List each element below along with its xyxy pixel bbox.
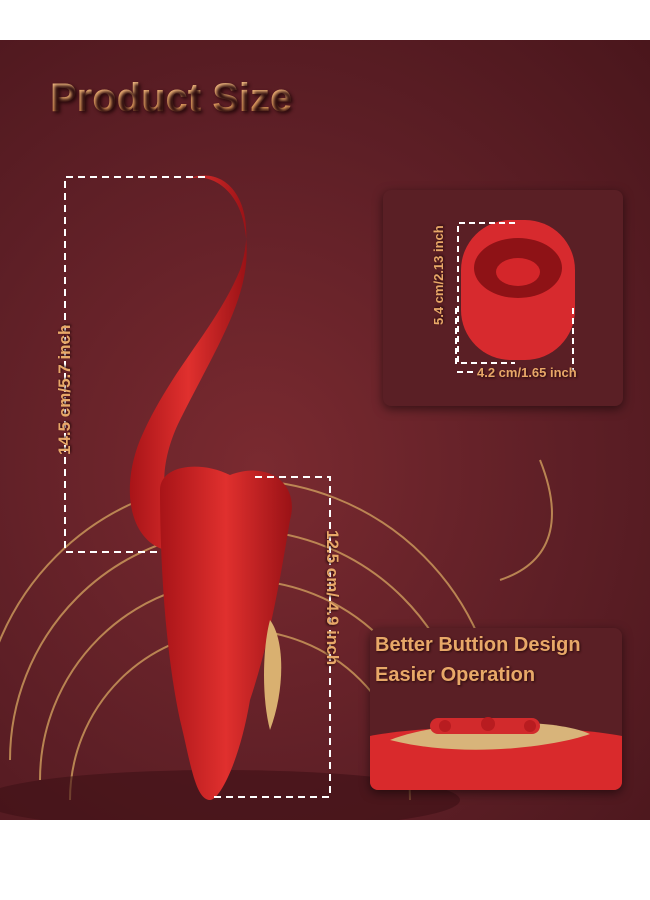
feature-line-1: Better Buttion Design bbox=[375, 634, 581, 656]
product-size-infographic: Product Size 14.5 cm/5.7 inch 12.5 cm/ 4… bbox=[0, 40, 650, 820]
decorative-arcs bbox=[0, 459, 553, 820]
product-body bbox=[160, 466, 292, 800]
tip-height-label: 5.4 cm/2.13 inch bbox=[431, 225, 446, 325]
head-height-dimension-label: 12.5 cm/ 4.9 inch bbox=[323, 530, 342, 666]
tip-illustration bbox=[455, 220, 575, 373]
button-minus-icon bbox=[439, 720, 451, 732]
feature-line-2: Easier Operation bbox=[375, 664, 536, 686]
button-closeup-illustration bbox=[370, 717, 622, 790]
page-title: Product Size bbox=[50, 76, 293, 120]
product-illustration bbox=[64, 175, 331, 800]
tip-detail-card: 5.4 cm/2.13 inch 4.2 cm/1.65 inch bbox=[383, 190, 623, 406]
button-plus-icon bbox=[524, 720, 536, 732]
length-dimension-label: 14.5 cm/5.7 inch bbox=[55, 324, 74, 455]
power-button-icon bbox=[481, 717, 495, 731]
tip-width-label: 4.2 cm/1.65 inch bbox=[477, 365, 577, 380]
gold-button-panel bbox=[264, 620, 282, 730]
button-design-card: Better Buttion Design Easier Operation bbox=[370, 628, 622, 790]
product-arm bbox=[129, 175, 247, 550]
